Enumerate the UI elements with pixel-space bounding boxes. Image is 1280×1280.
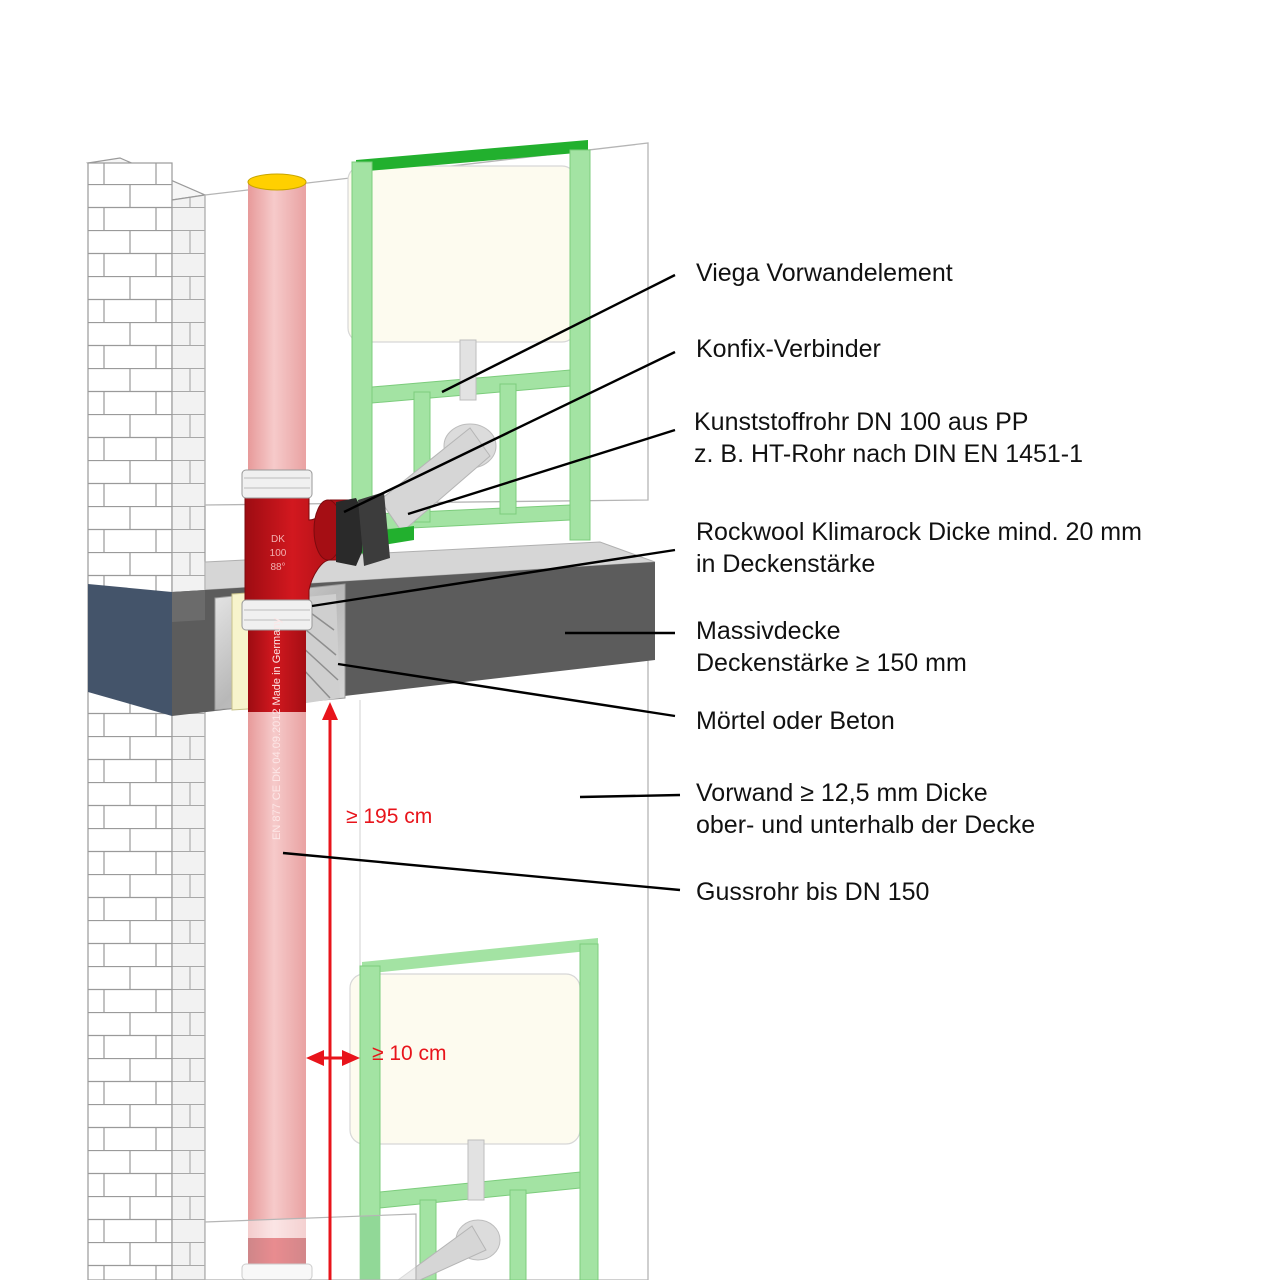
slab-front-edge: [88, 584, 172, 716]
leader-viega: [441, 273, 676, 394]
label-moertel: Mörtel oder Beton: [696, 707, 895, 735]
pipe-marking-vertical: EN 877 CE DK 04.09.2012 Made in Germany: [271, 618, 283, 840]
dimension-distance-label: ≥ 10 cm: [372, 1042, 447, 1065]
brick-wall: [85, 157, 208, 1280]
label-rockwool-line1: Rockwool Klimarock Dicke mind. 20 mm: [696, 518, 1142, 546]
dimension-height-label: ≥ 195 cm: [346, 805, 433, 828]
leader-lines: [282, 273, 681, 892]
brick-wall-side: [171, 194, 206, 1280]
coupling-top: [241, 469, 313, 499]
pipe-pale-lower: [248, 712, 306, 1240]
viega-element-lower: [204, 938, 599, 1280]
leader-moertel: [337, 662, 676, 718]
label-kunststoffrohr-line2: z. B. HT-Rohr nach DIN EN 1451-1: [694, 440, 1084, 468]
leader-kunststoff: [407, 428, 676, 516]
leader-rockwool: [311, 548, 676, 608]
fitting-marking-dn: 100: [270, 548, 287, 559]
cistern-upper: [347, 165, 577, 343]
label-rockwool-line2: in Deckenstärke: [696, 550, 876, 578]
fitting-marking-angle: 88°: [270, 562, 285, 573]
label-viega-vorwandelement: Viega Vorwandelement: [696, 259, 953, 287]
label-vorwand-line1: Vorwand ≥ 12,5 mm Dicke: [696, 779, 988, 807]
slab-top-strip: [172, 590, 205, 622]
cast-iron-pipe: DK 100 88° EN 877 CE DK 04.09.2012 Made …: [241, 173, 390, 1280]
height-arrowhead: [322, 702, 338, 720]
label-konfix-verbinder: Konfix-Verbinder: [696, 335, 881, 363]
konfix-connector: [336, 498, 362, 566]
leader-guss: [282, 851, 681, 892]
label-kunststoffrohr-line1: Kunststoffrohr DN 100 aus PP: [694, 408, 1029, 436]
brick-wall-front: [87, 162, 173, 1280]
label-vorwand-line2: ober- und unterhalb der Decke: [696, 811, 1036, 839]
label-massivdecke-line1: Massivdecke: [696, 617, 841, 645]
pipe-pale-upper: [248, 180, 306, 470]
distance-arrowhead-left: [306, 1050, 324, 1066]
pipe-opening: [247, 173, 307, 191]
dimension-arrows: [306, 702, 360, 1280]
leader-vorwand: [579, 793, 681, 799]
distance-arrowhead-right: [342, 1050, 360, 1066]
leader-konfix: [343, 350, 676, 514]
label-massivdecke-line2: Deckenstärke ≥ 150 mm: [696, 649, 967, 677]
label-gussrohr: Gussrohr bis DN 150: [696, 878, 930, 906]
coupling-slab: [241, 599, 313, 631]
fitting-marking-dk: DK: [271, 534, 285, 545]
